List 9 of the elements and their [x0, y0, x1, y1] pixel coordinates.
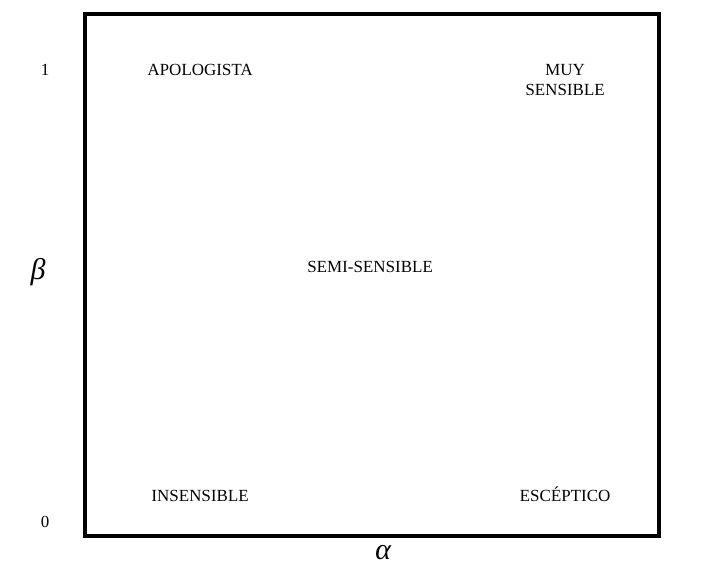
quadrant-label: INSENSIBLE — [151, 486, 249, 506]
axis-label: β — [30, 256, 46, 284]
quadrant-label: APOLOGISTA — [147, 60, 253, 80]
tick-label: 1 — [40, 60, 50, 80]
quadrant-label: ESCÉPTICO — [520, 486, 610, 506]
tick-label: 0 — [40, 512, 50, 532]
region-label: SEMI-SENSIBLE — [307, 257, 433, 277]
axis-label: α — [375, 536, 391, 564]
quadrant-label: MUY SENSIBLE — [524, 60, 606, 100]
